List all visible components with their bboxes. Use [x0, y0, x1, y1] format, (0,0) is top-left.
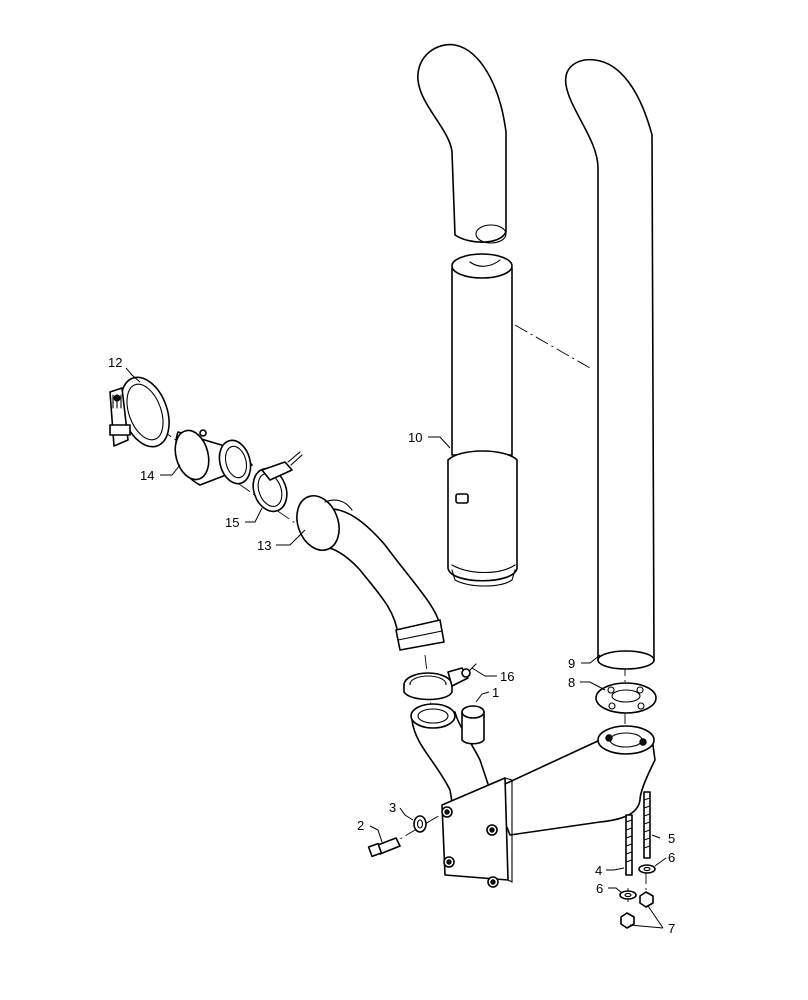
callout-2: 2	[357, 818, 364, 833]
callout-labels: 12 14 15 13 10 9 8 16 1 3 2 5 6 4 6 7	[108, 355, 675, 936]
part-6-washer-left	[619, 890, 637, 900]
part-16-clamp	[403, 663, 477, 701]
callout-8: 8	[568, 675, 575, 690]
part-4-stud	[625, 814, 633, 876]
part-2-bolt	[367, 837, 401, 858]
callout-3: 3	[389, 800, 396, 815]
part-8-gasket	[595, 682, 657, 714]
part-7-nut-left	[620, 912, 635, 929]
part-7-nut-right	[639, 891, 654, 908]
callout-5: 5	[668, 831, 675, 846]
part-10-exhaust-pipe	[447, 253, 518, 587]
part-14-coupling	[174, 429, 253, 486]
callout-12: 12	[108, 355, 122, 370]
part-5-stud	[643, 791, 651, 859]
callout-16: 16	[500, 669, 514, 684]
callout-9: 9	[568, 656, 575, 671]
part-1-exhaust-bracket	[410, 703, 656, 888]
callout-7: 7	[668, 921, 675, 936]
callout-4: 4	[595, 863, 602, 878]
callout-14: 14	[140, 468, 154, 483]
leader-lines	[125, 367, 667, 929]
part-6-washer-right	[638, 864, 656, 874]
callout-6-left: 6	[596, 881, 603, 896]
callout-1: 1	[492, 685, 499, 700]
part-10-upper-segment	[417, 43, 507, 244]
callout-10: 10	[408, 430, 422, 445]
part-12-clamp	[109, 376, 170, 448]
part-3-washer	[413, 815, 427, 833]
part-15-small-clamp	[252, 451, 303, 513]
part-13-elbow-pipe	[296, 495, 445, 651]
part-9-tail-pipe	[564, 58, 655, 670]
callout-15: 15	[225, 515, 239, 530]
callout-13: 13	[257, 538, 271, 553]
callout-6-right: 6	[668, 850, 675, 865]
